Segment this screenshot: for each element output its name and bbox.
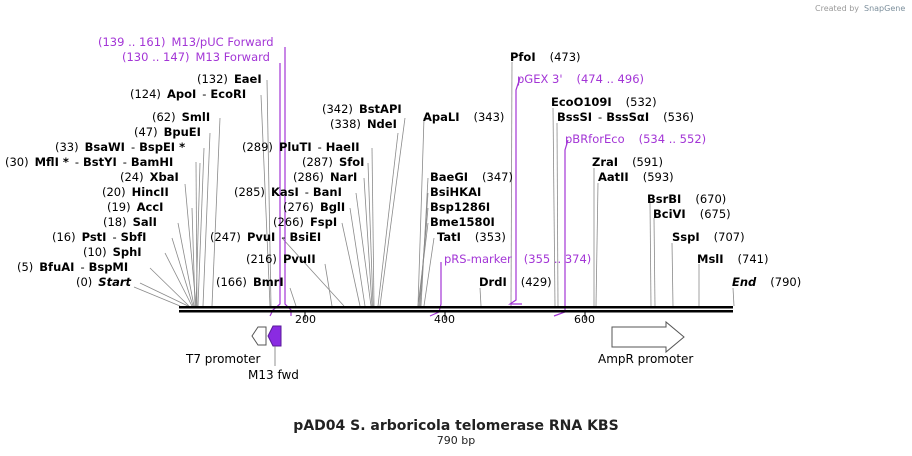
m13-fwd-primer-arrow[interactable]	[267, 325, 282, 347]
enzyme-fspi[interactable]: (266)FspI	[273, 215, 337, 229]
site-start: (0)Start	[76, 275, 132, 289]
enzyme-bfuai-bspmi[interactable]: (5)BfuAI-BspMI	[17, 260, 128, 274]
enzyme-bstapi[interactable]: (342)BstAPI	[322, 102, 402, 116]
site-end: End(790)	[732, 275, 801, 289]
enzyme-bmri[interactable]: (166)BmrI	[216, 275, 284, 289]
enzyme-mfli-bstyi-bamhi[interactable]: (30)MflI *-BstYI-BamHI	[5, 155, 173, 169]
enzyme-bpuei[interactable]: (47)BpuEI	[134, 125, 201, 139]
primer-prs-marker[interactable]: pRS-marker(355 .. 374)	[444, 252, 591, 266]
ruler-tick-600: 600	[574, 313, 595, 326]
enzyme-pfoi[interactable]: PfoI(473)	[510, 50, 581, 64]
enzyme-aatii[interactable]: AatII(593)	[598, 170, 674, 184]
primer-pbrforeco[interactable]: pBRforEco(534 .. 552)	[565, 132, 706, 146]
ampr-promoter-label: AmpR promoter	[598, 352, 693, 366]
ruler-tick-400: 400	[434, 313, 455, 326]
primer-m13puc-forward[interactable]: (139 .. 161)M13/pUC Forward	[98, 35, 274, 49]
enzyme-smli[interactable]: (62)SmlI	[152, 110, 210, 124]
enzyme-drdi[interactable]: DrdI(429)	[479, 275, 552, 289]
enzyme-sphi[interactable]: (10)SphI	[83, 245, 142, 259]
map-subtitle: 790 bp	[437, 434, 475, 447]
primer-pgex-3[interactable]: pGEX 3'(474 .. 496)	[517, 72, 644, 86]
enzyme-msli[interactable]: MslI(741)	[697, 252, 768, 266]
enzyme-ecoo109i[interactable]: EcoO109I(532)	[551, 95, 657, 109]
credit-brand: SnapGene	[864, 4, 905, 13]
m13-fwd-label: M13 fwd	[248, 368, 299, 382]
map-title: pAD04 S. arboricola telomerase RNA KBS	[293, 418, 618, 434]
backbone-top	[179, 306, 733, 309]
enzyme-zrai[interactable]: ZraI(591)	[592, 155, 663, 169]
enzyme-kasi-bani[interactable]: (285)KasI-BanI	[234, 185, 342, 199]
enzyme-nari[interactable]: (286)NarI	[293, 170, 357, 184]
enzyme-bcivi[interactable]: BciVI(675)	[653, 207, 731, 221]
credit-prefix: Created by	[815, 4, 859, 13]
t7-promoter-label: T7 promoter	[185, 352, 261, 366]
enzyme-hincii[interactable]: (20)HincII	[102, 185, 169, 199]
enzyme-bsssi-bsssai[interactable]: BssSI-BssSαI(536)	[557, 110, 694, 124]
enzyme-xbai[interactable]: (24)XbaI	[120, 170, 179, 184]
primer-m13-forward[interactable]: (130 .. 147)M13 Forward	[122, 50, 270, 64]
enzyme-bsrbi[interactable]: BsrBI(670)	[647, 192, 726, 206]
enzyme-pvuii[interactable]: (216)PvuII	[246, 252, 316, 266]
ampr-promoter-arrow[interactable]	[611, 320, 685, 354]
enzyme-baegi[interactable]: BaeGI(347)	[430, 170, 513, 184]
enzyme-bsawi-bspei[interactable]: (33)BsaWI-BspEI *	[55, 140, 185, 154]
enzyme-apali[interactable]: ApaLI(343)	[423, 110, 504, 124]
leader-lines	[133, 61, 735, 307]
enzyme-psti-sbfi[interactable]: (16)PstI-SbfI	[52, 230, 146, 244]
enzyme-bme1580i[interactable]: Bme1580I	[430, 215, 495, 229]
enzyme-eaei[interactable]: (132)EaeI	[197, 72, 262, 86]
enzyme-bsp1286i[interactable]: Bsp1286I	[430, 200, 490, 214]
enzyme-ndei[interactable]: (338)NdeI	[330, 117, 397, 131]
enzyme-sspi[interactable]: SspI(707)	[672, 230, 745, 244]
enzyme-sfoi[interactable]: (287)SfoI	[302, 155, 364, 169]
enzyme-pvui-bsiei[interactable]: (247)PvuI-BsiEI	[210, 230, 321, 244]
ruler-tick-200: 200	[295, 313, 316, 326]
enzyme-acci[interactable]: (19)AccI	[107, 200, 163, 214]
enzyme-sali[interactable]: (18)SalI	[103, 215, 157, 229]
enzyme-pluti-haeii[interactable]: (289)PluTI-HaeII	[242, 140, 360, 154]
enzyme-bgli[interactable]: (276)BglI	[283, 200, 345, 214]
t7-promoter-arrow[interactable]	[251, 326, 267, 346]
enzyme-bsihkai[interactable]: BsiHKAI	[430, 185, 481, 199]
enzyme-tati[interactable]: TatI(353)	[437, 230, 506, 244]
backbone-bottom	[179, 310, 733, 313]
enzyme-apoi-ecori[interactable]: (124)ApoI-EcoRI	[130, 87, 246, 101]
